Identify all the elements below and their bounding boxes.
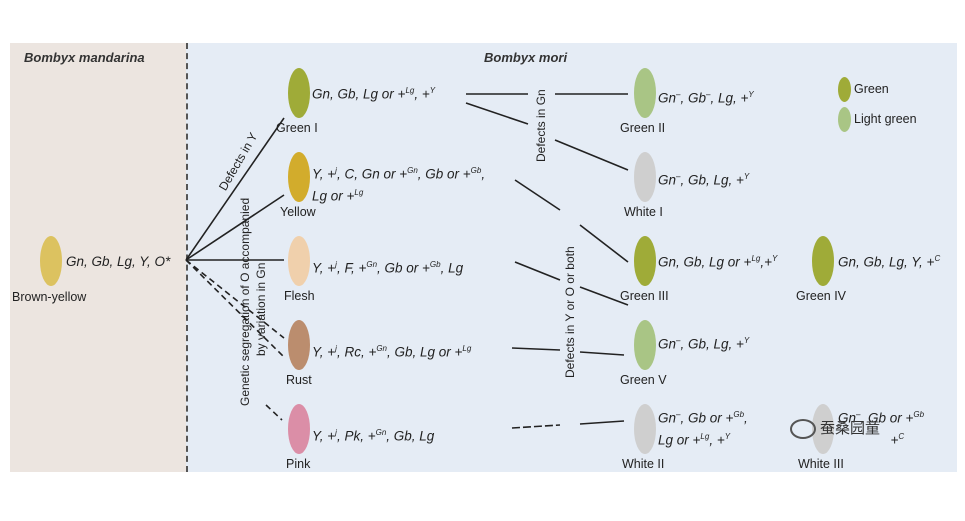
header-bombyx-mandarina: Bombyx mandarina <box>24 50 145 65</box>
label-defects-in-y-or-o: Defects in Y or O or both <box>563 246 577 378</box>
label-white3: White III <box>798 457 844 471</box>
oval-rust <box>288 320 310 370</box>
line-yellow-green3-b <box>579 224 629 263</box>
legend-light-green-swatch <box>838 107 851 132</box>
label-green5: Green V <box>620 373 667 387</box>
bombyx-mandarina-panel <box>10 43 186 472</box>
oval-white3 <box>812 404 834 454</box>
genotype-yellow: Y, +j, C, Gn or +Gn, Gb or +Gb,Lg or +Lg <box>312 166 486 203</box>
genotype-white3: Gn–, Gb or +Gb +C <box>838 410 925 447</box>
line-green1-white1-a <box>465 102 529 125</box>
legend-green-swatch <box>838 77 851 102</box>
oval-flesh <box>288 236 310 286</box>
line-to-yellow <box>185 194 285 261</box>
oval-green5 <box>634 320 656 370</box>
genotype-brown-yellow: Gn, Gb, Lg, Y, O* <box>66 254 171 269</box>
line-pink-white2-b <box>579 420 625 425</box>
label-green1: Green I <box>276 121 318 135</box>
label-white1: White I <box>624 205 663 219</box>
genotype-green4: Gn, Gb, Lg, Y, +C <box>838 254 941 270</box>
label-pink: Pink <box>286 457 311 471</box>
genotype-rust: Y, +j, Rc, +Gn, Gb, Lg or +Lg <box>312 344 472 360</box>
genotype-flesh: Y, +j, F, +Gn, Gb or +Gb, Lg <box>312 260 464 276</box>
line-to-pink <box>185 259 285 358</box>
label-flesh: Flesh <box>284 289 315 303</box>
label-green2: Green II <box>620 121 666 135</box>
line-pink-white2-a <box>511 424 561 429</box>
oval-green2 <box>634 68 656 118</box>
genotype-green3: Gn, Gb, Lg or +Lg,+Y <box>658 254 778 270</box>
line-green1-white1-b <box>554 139 629 171</box>
wechat-icon <box>790 419 816 440</box>
label-genetic-segregation: Genetic segregation of O accompanied <box>238 197 252 406</box>
label-rust: Rust <box>286 373 312 387</box>
oval-yellow <box>288 152 310 202</box>
label-genetic-segregation-2: by variation in Gn <box>254 262 268 356</box>
line-to-rust <box>185 259 285 339</box>
line-yellow-green3-a <box>514 179 561 211</box>
label-yellow: Yellow <box>280 205 316 219</box>
genotype-green5: Gn–, Gb, Lg, +Y <box>658 336 750 352</box>
watermark: 蚕桑园童 <box>790 417 881 440</box>
oval-pink <box>288 404 310 454</box>
oval-white1 <box>634 152 656 202</box>
watermark-text: 蚕桑园童 <box>820 420 881 437</box>
legend-green-label: Green <box>854 82 889 96</box>
line-to-pink-2 <box>265 404 283 421</box>
label-green4: Green IV <box>796 289 847 303</box>
label-green3: Green III <box>620 289 669 303</box>
genotype-white2: Gn–, Gb or +Gb,Lg or +Lg, +Y <box>658 410 748 447</box>
line-to-green1 <box>185 117 285 261</box>
legend-light-green-label: Light green <box>854 112 917 126</box>
line-flesh-green3-b <box>579 286 629 306</box>
genotype-green1: Gn, Gb, Lg or +Lg, +Y <box>312 86 436 102</box>
oval-green4 <box>812 236 834 286</box>
genotype-white1: Gn–, Gb, Lg, +Y <box>658 172 750 188</box>
line-flesh-green3-a <box>514 261 561 281</box>
oval-brown-yellow <box>40 236 62 286</box>
genotype-green2: Gn–, Gb–, Lg, +Y <box>658 90 754 106</box>
line-rust-green5-b <box>579 351 625 356</box>
oval-green1 <box>288 68 310 118</box>
label-defects-in-gn: Defects in Gn <box>534 89 548 162</box>
oval-white2 <box>634 404 656 454</box>
header-bombyx-mori: Bombyx mori <box>484 50 568 65</box>
oval-green3 <box>634 236 656 286</box>
label-white2: White II <box>622 457 665 471</box>
genotype-pink: Y, +j, Pk, +Gn, Gb, Lg <box>312 428 435 444</box>
line-rust-green5-a <box>511 347 561 351</box>
label-brown-yellow: Brown-yellow <box>12 290 87 304</box>
